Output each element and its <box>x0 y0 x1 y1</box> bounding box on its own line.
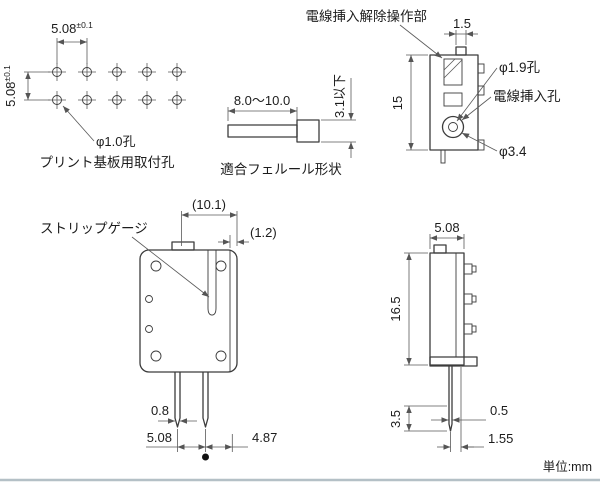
dim-pin-thickness: 0.5 <box>490 403 508 418</box>
datum-dot <box>202 453 209 461</box>
dim-pin-pitch: 5.08 <box>147 430 172 445</box>
label-wire-insert-hole: 電線挿入孔 <box>493 89 561 104</box>
dim-body-height: 15 <box>390 96 405 110</box>
right-pin <box>202 372 209 428</box>
bottom-foot <box>477 139 485 151</box>
caption-pcb-holes: プリント基板用取付孔 <box>40 154 175 170</box>
dim-wall-offset: (1.2) <box>250 225 277 240</box>
leader-insert-hole <box>461 96 492 121</box>
dim-ferrule-length: 8.0〜10.0 <box>234 93 290 108</box>
bottom-foot <box>429 356 478 367</box>
caption-ferrule: 適合フェルール形状 <box>220 161 342 177</box>
dim-tab-width: 1.5 <box>453 16 471 31</box>
dim-pin-offset: 1.55 <box>488 431 513 446</box>
solder-pin <box>448 366 453 432</box>
strip-gauge-slot <box>207 250 217 316</box>
side-terminal-tab <box>477 63 485 74</box>
mounting-holes <box>52 67 182 105</box>
unit-note: 単位:mm <box>543 459 592 474</box>
dim-body-height: 16.5 <box>388 296 403 321</box>
dim-pin-to-edge: 4.87 <box>252 430 277 445</box>
dim-overall-width: (10.1) <box>192 197 226 212</box>
label-release-operation: 電線挿入解除操作部 <box>306 9 428 24</box>
pcb-hole-pattern-view: 5.08±0.1 5.08±0.1 φ1.0孔 プリント基板用取付孔 <box>2 20 186 170</box>
side-terminal-tab <box>477 85 485 96</box>
connector-side-view-right: 5.08 16.5 3.5 0.5 1.55 <box>388 220 513 452</box>
body-outline <box>429 252 465 366</box>
solder-pin <box>440 149 446 164</box>
label-strip-gauge: ストリップゲージ <box>40 221 148 236</box>
dim-pitch-vertical: 5.08±0.1 <box>2 65 18 107</box>
connector-front-view: (10.1) (1.2) ストリップゲージ 0.8 5.08 4.87 <box>40 197 277 461</box>
latch-detail <box>443 92 463 107</box>
dim-pitch-horizontal: 5.08±0.1 <box>51 20 93 36</box>
dim-ferrule-diameter: 3.1以下 <box>332 74 347 118</box>
wire-insertion-hole-outer <box>441 115 465 139</box>
release-button <box>443 58 463 86</box>
top-tab <box>171 241 195 251</box>
terminal-tabs <box>463 263 477 335</box>
top-tab <box>433 244 447 254</box>
dim-pin-length: 3.5 <box>388 410 403 428</box>
wire-insertion-hole-inner <box>448 122 458 132</box>
label-hole-19: φ1.9孔 <box>499 60 541 75</box>
leader-release <box>399 24 443 59</box>
ferrule-collar <box>296 119 320 143</box>
left-pin <box>174 372 181 428</box>
body-outline <box>429 54 479 151</box>
leader-strip-gauge <box>131 236 210 298</box>
hole-center-marks <box>48 63 186 109</box>
leader-hole34 <box>461 132 498 152</box>
label-hole-34: φ3.4 <box>499 144 527 159</box>
top-tab <box>455 46 467 56</box>
label-hole-diameter: φ1.0孔 <box>96 134 136 149</box>
leader-hole19 <box>456 67 498 122</box>
front-bosses <box>145 260 227 362</box>
dim-depth: 5.08 <box>434 220 459 235</box>
leader-hole-dia <box>62 105 95 142</box>
dim-pin-width: 0.8 <box>151 403 169 418</box>
connector-side-view-top: 1.5 15 電線挿入解除操作部 φ1.9孔 電線挿入孔 φ3.4 <box>306 9 561 164</box>
release-button-hatch <box>443 58 463 79</box>
ferrule-view: 8.0〜10.0 3.1以下 適合フェルール形状 <box>220 74 356 177</box>
